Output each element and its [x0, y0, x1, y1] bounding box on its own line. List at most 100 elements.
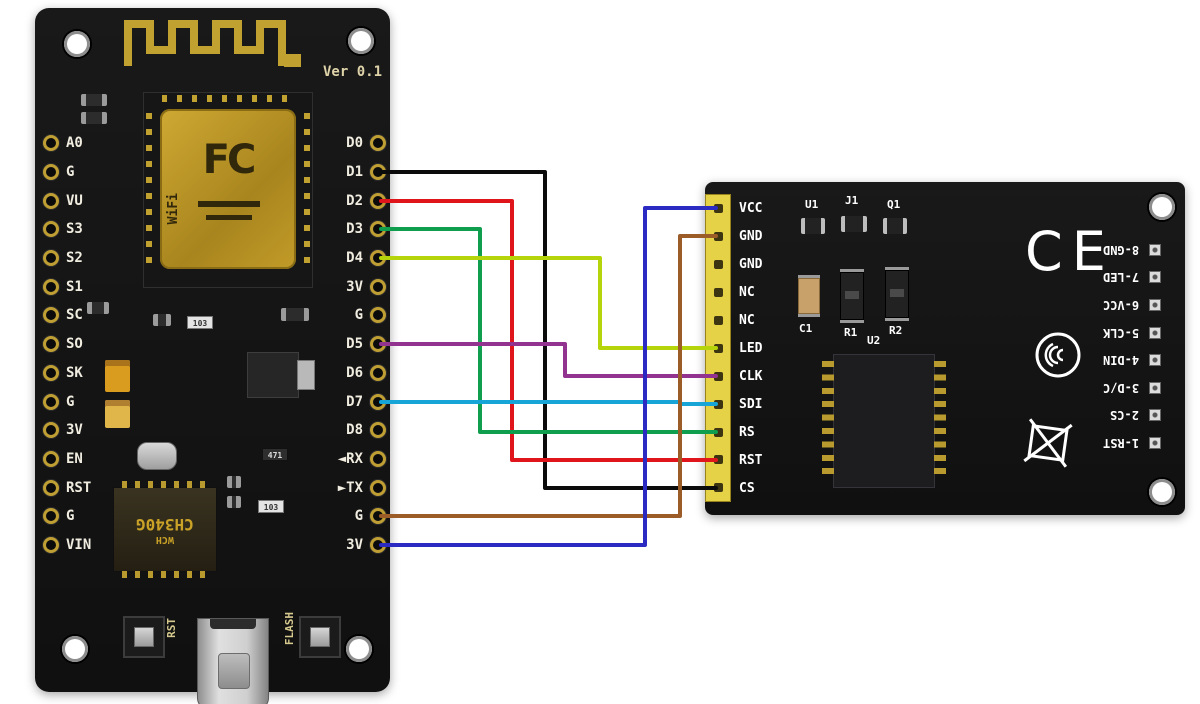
pin-label: D2	[346, 192, 363, 209]
pin-label: RS	[739, 424, 755, 440]
nodemcu-pin: ►TX	[338, 473, 386, 502]
display-edge-pin: 5-CLK	[1103, 319, 1161, 347]
pin-label: S2	[66, 250, 83, 267]
display-pin: GND	[739, 250, 762, 278]
crystal-oscillator	[137, 442, 177, 470]
pin-hole	[370, 479, 386, 496]
nodemcu-pin: G	[338, 301, 386, 330]
pin-label: SC	[66, 307, 83, 324]
pin-label: 2-CS	[1110, 408, 1139, 423]
header-pin	[706, 223, 730, 251]
silkscreen-q1: Q1	[887, 198, 901, 211]
header-pin	[706, 362, 730, 390]
display-pin: RST	[739, 446, 762, 474]
tft-display-board: VCC GND GND NC NC LED CLK SDI RS	[705, 182, 1185, 515]
pin-label: NC	[739, 312, 755, 328]
pin-hole	[370, 422, 386, 439]
pin-hole	[43, 278, 59, 295]
reset-button-label: RST	[165, 618, 178, 638]
pin-hole	[43, 192, 59, 209]
nodemcu-pin: D5	[338, 330, 386, 359]
usb-slot	[210, 619, 256, 629]
nodemcu-pin: S2	[43, 244, 91, 273]
voltage-regulator-tab	[297, 360, 315, 390]
smd-inductor	[281, 308, 309, 321]
shield-marking	[198, 201, 260, 207]
nodemcu-pin: A0	[43, 129, 91, 158]
pin-hole	[370, 393, 386, 410]
pin-hole	[370, 164, 386, 181]
pin-label: D1	[346, 164, 363, 181]
pin-label: G	[66, 508, 75, 525]
wire-d7-sdi	[379, 400, 718, 406]
pin-label: 3-D/C	[1102, 380, 1139, 395]
silkscreen-c1: C1	[799, 322, 813, 335]
wire-d1-cs	[379, 170, 718, 490]
smd-capacitor	[227, 476, 241, 488]
nodemcu-pin: SK	[43, 359, 91, 388]
nodemcu-pin: G	[338, 502, 386, 531]
wifi-logo-text: WiFi	[166, 193, 181, 225]
nodemcu-board: Ver 0.1 FC WiFi A0 G	[35, 8, 390, 704]
button-cap	[310, 627, 330, 647]
smd-resistor-471: 471	[262, 448, 288, 461]
pin-hole	[370, 536, 386, 553]
silkscreen-r1: R1	[844, 326, 858, 339]
header-pin	[706, 334, 730, 362]
smd-resistor-103: 103	[187, 316, 213, 329]
header-pin	[706, 195, 730, 223]
pin-hole	[370, 250, 386, 267]
header-pin	[706, 251, 730, 279]
smd-jumper	[841, 216, 867, 232]
pin-hole	[370, 364, 386, 381]
pin-label: D5	[346, 336, 363, 353]
pin-label: 3V	[346, 278, 363, 295]
mounting-hole	[64, 31, 90, 57]
pin-label: D0	[346, 135, 363, 152]
pin-label: D8	[346, 422, 363, 439]
pin-hole	[713, 483, 723, 493]
pin-label: GND	[739, 256, 763, 272]
pin-hole	[43, 393, 59, 410]
nodemcu-pin: D8	[338, 416, 386, 445]
pin-hole	[713, 455, 723, 465]
pin-label: VCC	[739, 200, 763, 216]
pin-hole	[370, 307, 386, 324]
fcc-logo: FC	[202, 137, 257, 183]
nodemcu-pin: D0	[338, 129, 386, 158]
pin-pad	[1149, 271, 1161, 284]
smd-resistor-r2	[885, 270, 909, 318]
mounting-hole	[1149, 479, 1175, 505]
pin-hole	[43, 536, 59, 553]
nodemcu-pin: D1	[338, 158, 386, 187]
nodemcu-left-pin-column: A0 G VU S3 S2 S1 SC	[43, 129, 91, 559]
pin-hole	[43, 336, 59, 353]
nodemcu-pin: G	[43, 158, 91, 187]
pin-label: S3	[66, 221, 83, 238]
pin-pad	[1149, 354, 1161, 367]
display-edge-pin: 8-GND	[1103, 236, 1161, 264]
display-edge-pin: 7-LED	[1103, 264, 1161, 292]
castellation-pads	[304, 113, 310, 267]
pin-hole	[713, 316, 723, 325]
pin-hole	[713, 427, 723, 437]
reset-button	[123, 616, 165, 658]
display-pin: NC	[739, 278, 762, 306]
pin-hole	[713, 343, 723, 353]
display-edge-pin: 2-CS	[1103, 402, 1161, 430]
pin-pad	[1149, 326, 1161, 339]
pin-label: VIN	[66, 536, 92, 553]
nodemcu-pin: G	[43, 502, 91, 531]
smd-resistor-r1	[840, 272, 864, 320]
nodemcu-pin: D2	[338, 186, 386, 215]
pin-label: CS	[739, 480, 755, 496]
display-pin-header	[705, 194, 731, 502]
pin-label: D3	[346, 221, 363, 238]
pin-label: ►TX	[337, 479, 363, 496]
pin-label: CLK	[739, 368, 763, 384]
pin-label: GND	[739, 228, 763, 244]
header-pin	[706, 279, 730, 307]
pin-label: SK	[66, 364, 83, 381]
pin-label: RST	[739, 452, 763, 468]
pin-hole	[43, 508, 59, 525]
